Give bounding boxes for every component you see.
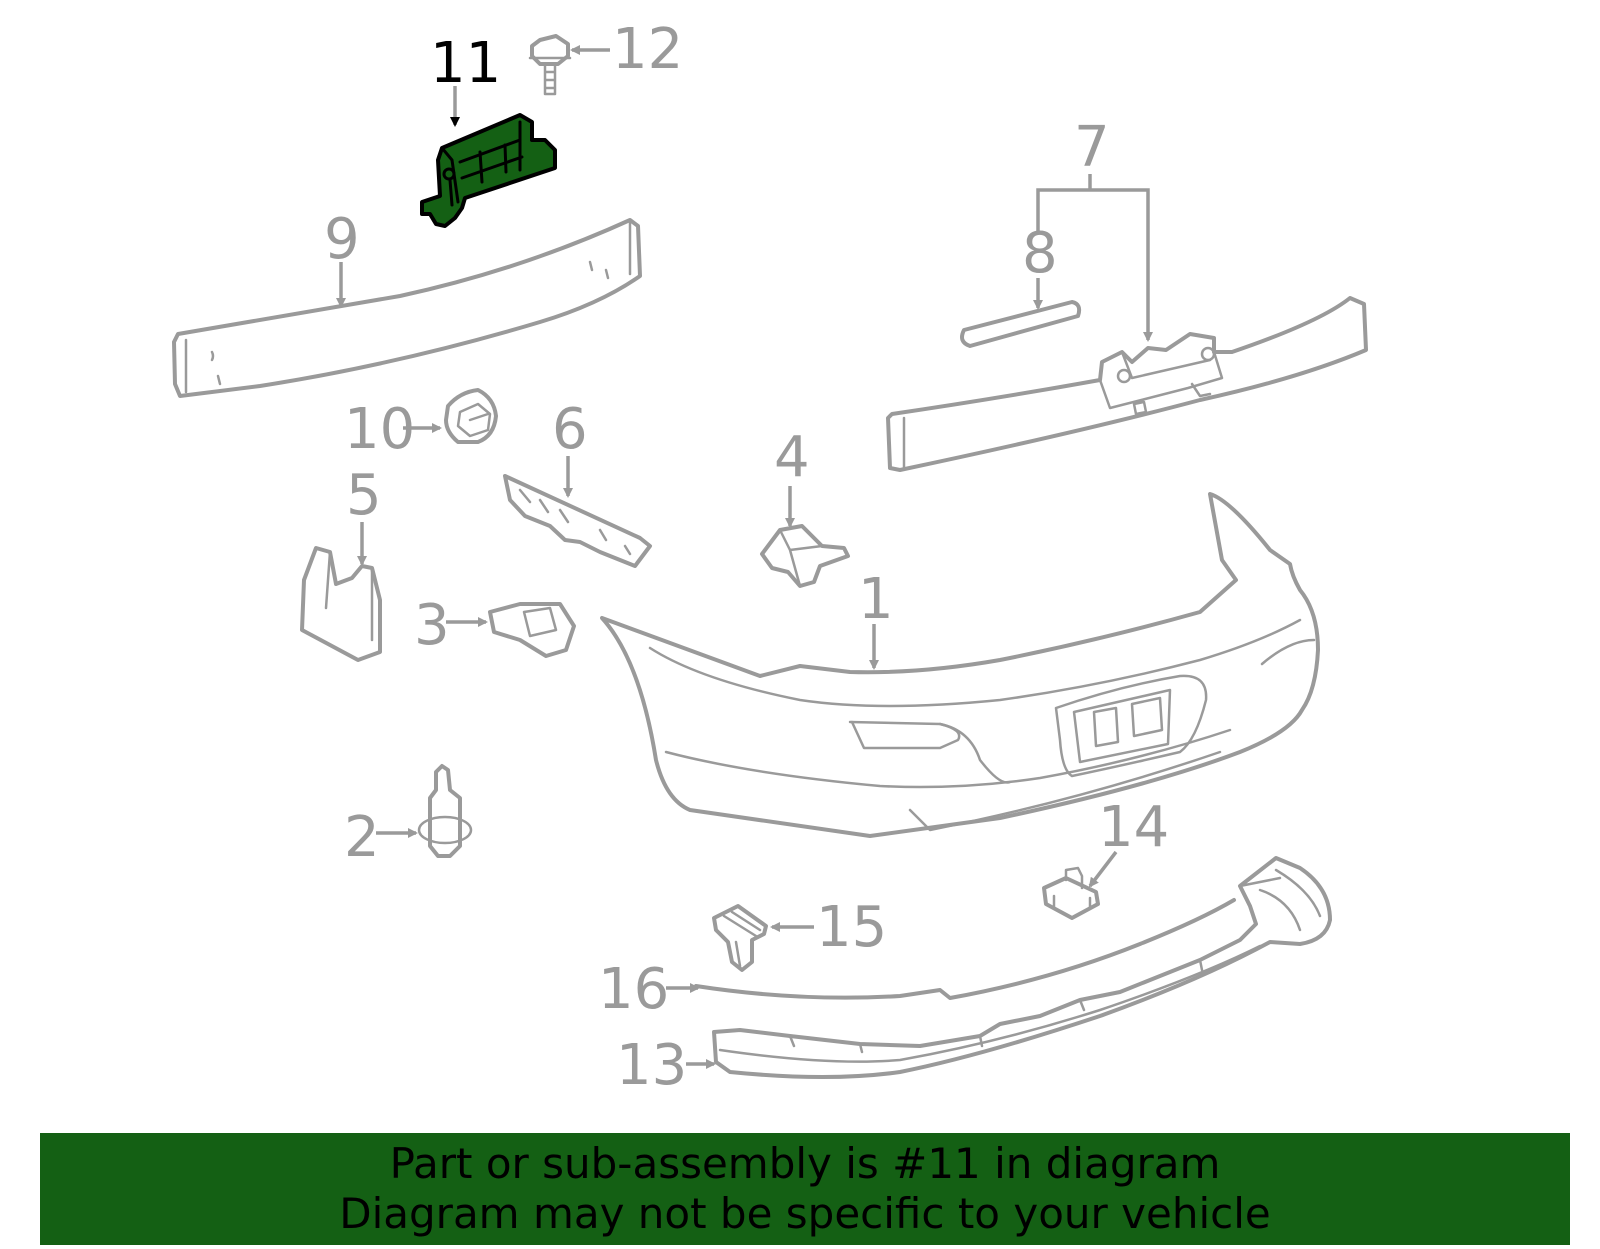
callout-1[interactable]: 1 bbox=[858, 567, 894, 632]
callout-labels: 11 12 9 10 6 5 4 3 1 2 7 8 14 15 16 13 bbox=[324, 17, 1169, 1098]
part-2-sensor[interactable] bbox=[417, 764, 473, 858]
part-14-clip[interactable] bbox=[1042, 866, 1100, 920]
info-banner: Part or sub-assembly is #11 in diagram D… bbox=[40, 1133, 1570, 1245]
callout-3[interactable]: 3 bbox=[414, 593, 450, 658]
callout-13[interactable]: 13 bbox=[616, 1033, 687, 1098]
banner-line-1: Part or sub-assembly is #11 in diagram bbox=[389, 1139, 1221, 1188]
part-3-bracket[interactable] bbox=[488, 602, 576, 658]
part-11-bracket[interactable] bbox=[420, 113, 557, 228]
part-10-nut[interactable] bbox=[444, 388, 498, 444]
callout-2[interactable]: 2 bbox=[344, 805, 380, 870]
part-1-bumper-cover[interactable] bbox=[600, 492, 1320, 838]
callout-4[interactable]: 4 bbox=[774, 425, 810, 490]
callout-12[interactable]: 12 bbox=[612, 17, 683, 82]
callout-10[interactable]: 10 bbox=[344, 397, 415, 462]
part-16-moulding[interactable] bbox=[694, 898, 1236, 1000]
callout-15[interactable]: 15 bbox=[816, 895, 887, 960]
part-6-bracket[interactable] bbox=[503, 474, 652, 568]
part-5-pad[interactable] bbox=[300, 546, 382, 662]
leader-lines bbox=[336, 45, 1153, 1069]
part-9-reinforcement[interactable] bbox=[172, 218, 642, 398]
part-13-valance[interactable] bbox=[712, 856, 1332, 1079]
part-8-rod[interactable] bbox=[960, 300, 1082, 348]
callout-11[interactable]: 11 bbox=[430, 31, 501, 96]
part-15-push-clip[interactable] bbox=[712, 904, 768, 972]
callout-5[interactable]: 5 bbox=[346, 463, 382, 528]
callout-9[interactable]: 9 bbox=[324, 207, 360, 272]
part-7-absorber[interactable] bbox=[886, 296, 1368, 472]
part-12-bolt[interactable] bbox=[528, 34, 572, 96]
callout-14[interactable]: 14 bbox=[1098, 795, 1169, 860]
banner-line-2: Diagram may not be specific to your vehi… bbox=[339, 1189, 1271, 1238]
callout-16[interactable]: 16 bbox=[598, 957, 669, 1022]
callout-7[interactable]: 7 bbox=[1074, 115, 1110, 180]
part-4-bracket[interactable] bbox=[760, 524, 850, 588]
callout-8[interactable]: 8 bbox=[1022, 221, 1058, 286]
callout-6[interactable]: 6 bbox=[552, 397, 588, 462]
